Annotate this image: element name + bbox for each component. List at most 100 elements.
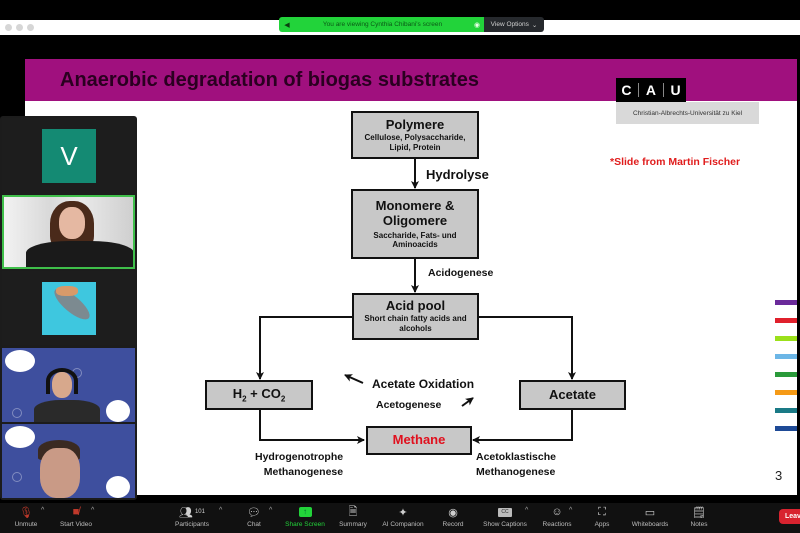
window-controls — [5, 24, 34, 31]
whiteboards-button[interactable]: ▭ Whiteboards — [629, 503, 671, 533]
view-options-label: View Options — [490, 21, 529, 28]
share-screen-icon: ↑ — [298, 503, 312, 521]
monomere-box: Monomere & Oligomere Saccharide, Fats- u… — [351, 189, 479, 259]
reactions-button[interactable]: ☺ Reactions — [541, 503, 573, 533]
color-bar — [775, 408, 797, 413]
color-bar — [775, 300, 797, 305]
acetate-label: Acetate — [549, 387, 596, 402]
leave-button[interactable]: Leave — [779, 509, 800, 524]
arrow-acid-pool-to-acetate — [478, 316, 576, 380]
participant-gallery: V — [0, 116, 137, 500]
summary-label: Summary — [339, 521, 367, 528]
headphones — [46, 368, 78, 394]
share-screen-button[interactable]: ↑ Share Screen — [283, 503, 327, 533]
participant-avatar: V — [42, 129, 96, 183]
polymere-title: Polymere — [385, 117, 445, 132]
participant-tile-active-speaker[interactable] — [2, 195, 135, 269]
video-off-icon: ■̸ — [72, 506, 80, 518]
participant-image — [42, 282, 96, 335]
acid-pool-title: Acid pool — [385, 298, 446, 313]
participant-video — [4, 197, 133, 267]
polymere-subtitle: Cellulose, Polysaccharide, Lipid, Protei… — [364, 132, 466, 152]
participants-options-caret[interactable]: ^ — [219, 507, 223, 514]
arrow-acid-pool-to-h2co2 — [256, 316, 354, 380]
viewing-indicator: ◀ You are viewing Cynthia Chibani's scre… — [279, 17, 484, 32]
record-icon: ◉ — [448, 506, 458, 519]
captions-icon: CC — [498, 503, 512, 521]
chat-button[interactable]: 💬︎ Chat — [244, 503, 264, 533]
logo-letter: A — [645, 82, 657, 98]
label-line: Hydrogenotrophe — [255, 451, 344, 463]
cau-logo: C A U — [616, 78, 686, 102]
slide-title: Anaerobic degradation of biogas substrat… — [60, 69, 479, 91]
view-options-button[interactable]: View Options ⌄ — [484, 17, 544, 32]
hydrolyse-label: Hydrolyse — [426, 167, 489, 182]
summer-school-logo — [5, 350, 35, 372]
color-bar — [775, 354, 797, 359]
start-video-button[interactable]: ■̸ Start Video — [58, 503, 94, 533]
person-face — [40, 448, 80, 498]
logo-divider — [662, 83, 664, 97]
logo-letter: C — [621, 82, 632, 98]
reactions-options-caret[interactable]: ^ — [569, 507, 573, 514]
chat-options-caret[interactable]: ^ — [269, 507, 273, 514]
color-bar — [775, 390, 797, 395]
shared-slide: Anaerobic degradation of biogas substrat… — [25, 59, 797, 495]
share-screen-label: Share Screen — [285, 521, 325, 528]
participant-tile[interactable] — [2, 424, 135, 498]
monomere-subtitle: Saccharide, Fats- und Aminoacids — [373, 230, 457, 250]
participants-label: Participants — [175, 521, 209, 528]
chevron-down-icon: ⌄ — [531, 21, 538, 29]
show-captions-button[interactable]: CC Show Captions — [482, 503, 528, 533]
label-line: Acetoklastische — [476, 451, 556, 463]
chat-label: Chat — [247, 521, 261, 528]
participants-icon: 👥︎101 — [179, 506, 205, 519]
minimize-window-button[interactable] — [16, 24, 23, 31]
show-captions-label: Show Captions — [483, 521, 527, 528]
participant-tile[interactable] — [2, 348, 135, 422]
participant-tile[interactable] — [2, 271, 135, 345]
summer-school-logo — [5, 426, 35, 448]
video-options-caret[interactable]: ^ — [91, 507, 95, 514]
unmute-button[interactable]: 🎙︎ Unmute — [12, 503, 40, 533]
slide-credit: *Slide from Martin Fischer — [610, 156, 741, 168]
university-seal-logo — [106, 476, 130, 498]
h2-symbol: H — [232, 386, 243, 401]
maximize-window-button[interactable] — [27, 24, 34, 31]
viewing-text: You are viewing Cynthia Chibani's screen — [322, 21, 443, 28]
summary-button[interactable]: 🗎︎ Summary — [338, 503, 368, 533]
swimmer-shape — [56, 286, 78, 296]
apps-label: Apps — [594, 521, 610, 528]
slide-page-number: 3 — [775, 468, 783, 483]
arrow-acetate-oxidation — [344, 374, 364, 384]
whiteboards-icon: ▭ — [644, 506, 656, 519]
start-video-label: Start Video — [59, 521, 93, 528]
eye-icon: ◉ — [473, 21, 481, 29]
label-line: Methanogenese — [476, 465, 556, 478]
summary-icon: 🗎︎ — [348, 505, 358, 518]
audio-options-caret[interactable]: ^ — [41, 507, 45, 514]
notes-button[interactable]: 🗒︎ Notes — [689, 503, 709, 533]
close-window-button[interactable] — [5, 24, 12, 31]
apps-button[interactable]: ⛶ Apps — [593, 503, 611, 533]
methane-label: Methane — [392, 432, 446, 447]
h2-co2-box: H2 + CO2 — [205, 380, 313, 410]
acetoklastische-methanogenese-label: Acetoklastische Methanogenese — [476, 450, 556, 479]
decorative-bubble — [12, 408, 22, 418]
record-button[interactable]: ◉ Record — [441, 503, 465, 533]
color-bar — [775, 372, 797, 377]
participant-tile[interactable]: V — [2, 118, 135, 194]
label-line: Methanogenese — [263, 465, 344, 478]
captions-options-caret[interactable]: ^ — [525, 507, 529, 514]
university-name: Christian-Albrechts-Universität zu Kiel — [616, 102, 759, 124]
record-label: Record — [442, 521, 464, 528]
monomere-title: Monomere & Oligomere — [375, 198, 455, 228]
subscript: 2 — [242, 394, 247, 404]
ai-companion-button[interactable]: ✦ AI Companion — [381, 503, 425, 533]
ai-companion-icon: ✦ — [398, 506, 408, 519]
ai-companion-label: AI Companion — [382, 521, 424, 528]
participants-button[interactable]: 👥︎101 Participants — [172, 503, 212, 533]
meeting-toolbar: 🎙︎ Unmute ^ ■̸ Start Video ^ 👥︎101 Parti… — [0, 503, 800, 533]
speaker-icon[interactable]: ◀ — [284, 21, 290, 29]
color-bar — [775, 318, 797, 323]
